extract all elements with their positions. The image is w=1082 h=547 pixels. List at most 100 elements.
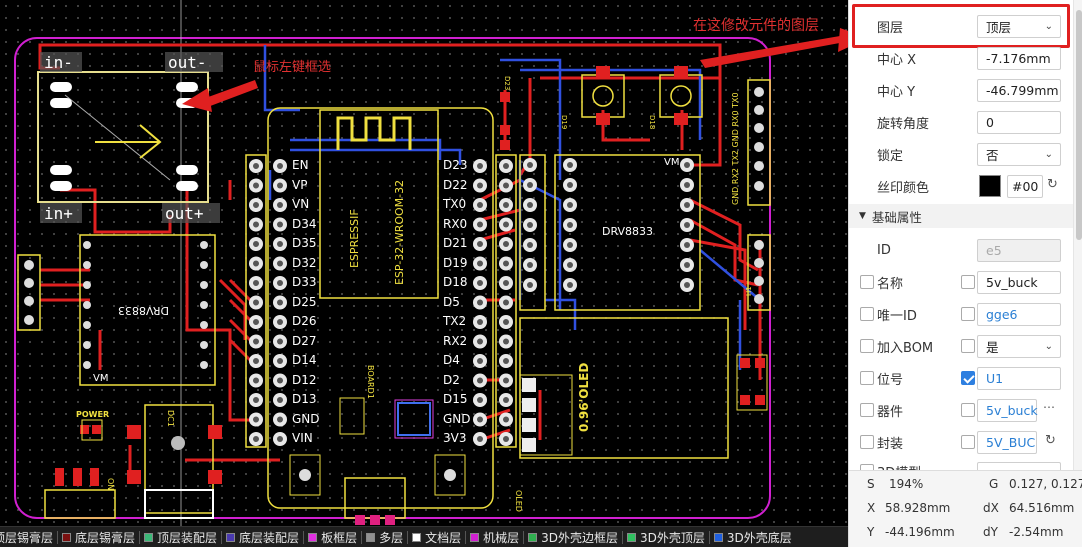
row-layer: 图层 顶层⌄ xyxy=(849,10,1073,42)
device-visible-checkbox[interactable] xyxy=(961,403,975,417)
layer-select[interactable]: 顶层⌄ xyxy=(977,14,1061,38)
y-value: -44.196mm xyxy=(885,525,955,539)
silk-color-swatch[interactable] xyxy=(979,175,1001,197)
name-visible-checkbox[interactable] xyxy=(961,275,975,289)
oled-label: 0.96'OLED xyxy=(577,362,591,432)
esp-pin-label: D26 xyxy=(292,314,317,328)
layer-toggle[interactable]: 板框层 xyxy=(304,529,361,546)
lock-select[interactable]: 否⌄ xyxy=(977,142,1061,166)
esp-pin-label: RX2 xyxy=(443,333,468,348)
uart-label: GND RX2 TX2 GND RX0 TX0 xyxy=(731,92,740,205)
row-center-y: 中心 Y -46.799mm xyxy=(849,74,1073,106)
scale-value: 194% xyxy=(889,477,924,491)
drv-left-label: DRV8833 xyxy=(118,304,170,317)
vm-label-right: VM xyxy=(664,157,680,168)
row-name: 名称 5v_buck xyxy=(849,266,1073,298)
annotation-layer-hint: 在这修改元件的图层 xyxy=(693,18,819,34)
id-label: ID xyxy=(877,242,891,258)
on-label: ON xyxy=(106,478,115,491)
designator-label: 位号 xyxy=(877,372,904,388)
name-checkbox[interactable] xyxy=(860,275,874,289)
layer-toggle[interactable]: 文档层 xyxy=(408,529,465,546)
layer-toggle[interactable]: 底层锡膏层 xyxy=(58,529,139,546)
device-input[interactable]: 5v_buck xyxy=(977,398,1038,422)
lock-label: 锁定 xyxy=(877,148,904,164)
partial-checkbox[interactable] xyxy=(860,464,874,470)
add-bom-select[interactable]: 是⌄ xyxy=(977,334,1061,358)
add-bom-visible-checkbox[interactable] xyxy=(961,339,975,353)
partial-input[interactable] xyxy=(977,462,1061,470)
layer-toggle[interactable]: 底层装配层 xyxy=(222,529,303,546)
grid-value: 0.127, 0.127m xyxy=(1009,477,1082,491)
unique-id-input[interactable]: gge6 xyxy=(977,302,1061,326)
name-input[interactable]: 5v_buck xyxy=(977,270,1061,294)
scale-label: S xyxy=(867,477,875,491)
layer-color-swatch xyxy=(528,532,538,542)
label-out-minus: out- xyxy=(168,53,207,72)
row-lock: 锁定 否⌄ xyxy=(849,138,1073,170)
middle-header-pads xyxy=(523,158,694,292)
scroll-thumb[interactable] xyxy=(1076,10,1082,240)
esp-pin-label: D27 xyxy=(292,333,317,348)
layer-label: 3D外壳底层 xyxy=(726,530,792,545)
esp-pin-label: D21 xyxy=(443,236,468,250)
layer-label: 顶层装配层 xyxy=(157,530,218,545)
center-x-input[interactable]: -7.176mm xyxy=(977,46,1061,70)
footprint-input[interactable]: 5V_BUC xyxy=(977,430,1037,454)
row-partial: 3D模型 xyxy=(849,458,1073,470)
device-checkbox[interactable] xyxy=(860,403,874,417)
designator-checkbox[interactable] xyxy=(860,371,874,385)
layer-color-swatch xyxy=(226,532,236,542)
pcb-drawing[interactable] xyxy=(0,0,848,526)
d19-label: D19 xyxy=(560,115,568,130)
unique-id-checkbox[interactable] xyxy=(860,307,874,321)
chevron-down-icon: ⌄ xyxy=(1044,20,1053,32)
silk-color-label: 丝印颜色 xyxy=(877,180,930,196)
unique-id-visible-checkbox[interactable] xyxy=(961,307,975,321)
esp-model: ESP-32-WROOM-32 xyxy=(393,179,406,285)
esp-pin-label: D4 xyxy=(443,353,460,367)
layer-toggle[interactable]: 3D外壳底层 xyxy=(710,529,796,546)
esp-pin-label: D14 xyxy=(292,353,317,367)
layer-color-swatch xyxy=(412,532,422,542)
refresh-icon[interactable]: ↻ xyxy=(1047,177,1058,192)
esp32-left-pads xyxy=(249,159,287,446)
rotation-input[interactable]: 0 xyxy=(977,110,1061,134)
esp32-right-pads xyxy=(473,159,513,446)
dc1-label: DC1 xyxy=(166,410,175,427)
row-device: 器件 5v_buck ⋯ xyxy=(849,394,1073,426)
add-bom-label: 加入BOM xyxy=(877,340,934,356)
esp-pin-label: EN xyxy=(292,158,309,172)
esp-pin-label: VN xyxy=(292,197,310,211)
designator-input[interactable]: U1 xyxy=(977,366,1061,390)
more-icon[interactable]: ⋯ xyxy=(1043,400,1055,414)
silk-color-input[interactable]: #00 xyxy=(1007,174,1043,198)
esp-pin-label: D25 xyxy=(292,294,317,309)
unique-id-label: 唯一ID xyxy=(877,308,917,324)
panel-scrollbar[interactable] xyxy=(1073,0,1082,470)
layer-toggle[interactable]: 机械层 xyxy=(466,529,523,546)
designator-visible-checkbox[interactable] xyxy=(961,371,975,385)
layer-toggle[interactable]: 顶层装配层 xyxy=(140,529,221,546)
footprint-visible-checkbox[interactable] xyxy=(961,435,975,449)
footprint-checkbox[interactable] xyxy=(860,435,874,449)
center-y-input[interactable]: -46.799mm xyxy=(977,78,1061,102)
row-silk-color: 丝印颜色 #00 ↻ xyxy=(849,170,1073,202)
add-bom-checkbox[interactable] xyxy=(860,339,874,353)
esp-pin-label: D15 xyxy=(443,392,468,406)
dx-label: dX xyxy=(983,501,999,515)
section-basic-header[interactable]: ▼ 基础属性 xyxy=(849,204,1073,228)
layer-toggle[interactable]: 多层 xyxy=(362,529,407,546)
layer-toggle[interactable]: 顶层锡膏层 xyxy=(0,529,57,546)
rotation-label: 旋转角度 xyxy=(877,116,930,132)
layer-toggle[interactable]: 3D外壳边框层 xyxy=(524,529,622,546)
layer-label: 机械层 xyxy=(483,530,520,545)
drv-right-label: DRV8833 xyxy=(602,225,654,238)
row-unique-id: 唯一ID gge6 xyxy=(849,298,1073,330)
esp-pin-label: D13 xyxy=(292,392,317,406)
refresh-icon[interactable]: ↻ xyxy=(1045,433,1056,448)
layer-toggle[interactable]: 3D外壳顶层 xyxy=(623,529,709,546)
annotation-arrows xyxy=(182,28,848,112)
esp-pin-label: GND xyxy=(443,411,471,426)
